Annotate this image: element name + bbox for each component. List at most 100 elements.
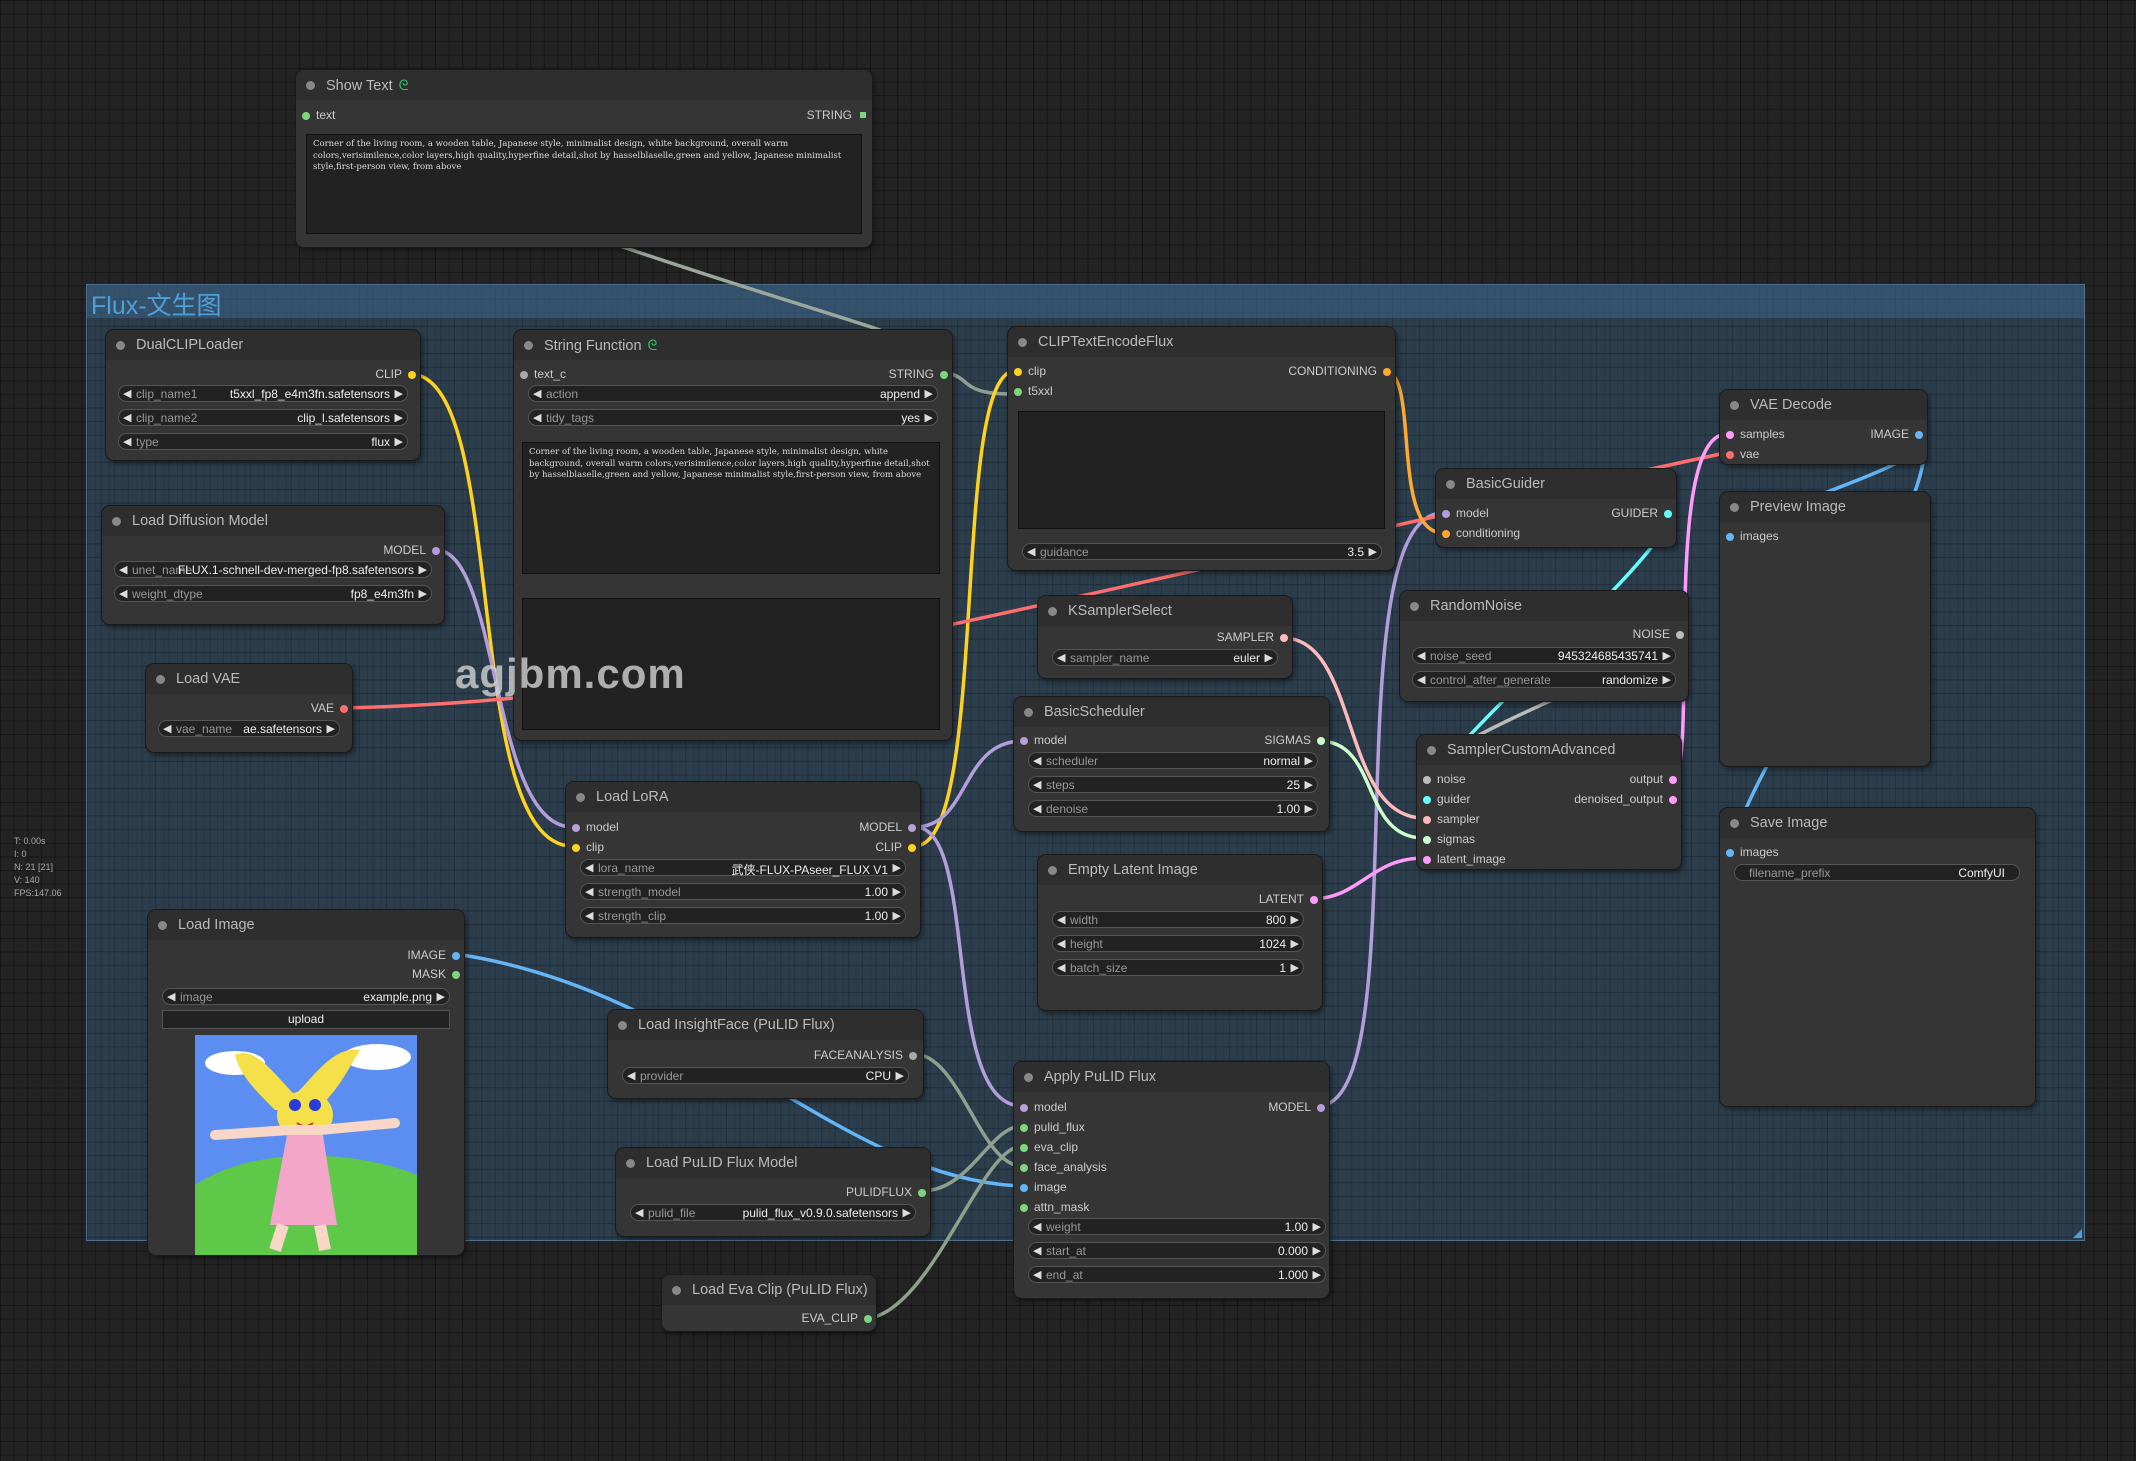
arrow-left-icon[interactable]: ◀ <box>119 564 128 576</box>
arrow-right-icon[interactable]: ▶ <box>892 886 901 898</box>
arrow-right-icon[interactable]: ▶ <box>1312 1245 1321 1257</box>
slot-dot[interactable] <box>1915 431 1923 439</box>
slot-dot[interactable] <box>1442 530 1450 538</box>
input-clip[interactable]: clip <box>1014 364 1046 378</box>
arrow-left-icon[interactable]: ◀ <box>1417 650 1426 662</box>
slot-dot[interactable] <box>1442 510 1450 518</box>
output-sigmas[interactable]: SIGMAS <box>1264 733 1325 747</box>
output-string[interactable]: STRING <box>889 367 948 381</box>
output-mask[interactable]: MASK <box>412 967 460 981</box>
input-attn-mask[interactable]: attn_mask <box>1020 1200 1089 1214</box>
text-b-input[interactable] <box>522 598 940 730</box>
arrow-right-icon[interactable]: ▶ <box>895 1070 904 1082</box>
slot-dot[interactable] <box>520 371 528 379</box>
input-model[interactable]: model <box>1442 506 1489 520</box>
node-clip-text-encode-flux[interactable]: CLIPTextEncodeFlux clip t5xxl CONDITIONI… <box>1008 327 1395 570</box>
output-image[interactable]: IMAGE <box>407 948 460 962</box>
slot-dot[interactable] <box>1317 1104 1325 1112</box>
node-title[interactable]: Preview Image <box>1720 492 1930 522</box>
input-text[interactable]: text <box>302 108 335 122</box>
input-latent-image[interactable]: latent_image <box>1423 852 1506 866</box>
slot-dot[interactable] <box>1423 796 1431 804</box>
output-faceanalysis[interactable]: FACEANALYSIS <box>814 1048 917 1062</box>
arrow-right-icon[interactable]: ▶ <box>892 910 901 922</box>
arrow-right-icon[interactable]: ▶ <box>1312 1269 1321 1281</box>
output-clip[interactable]: CLIP <box>875 840 916 854</box>
arrow-right-icon[interactable]: ▶ <box>1304 755 1313 767</box>
arrow-right-icon[interactable]: ▶ <box>1662 674 1671 686</box>
slot-dot[interactable] <box>432 547 440 555</box>
slot-dot[interactable] <box>1020 1204 1028 1212</box>
output-clip[interactable]: CLIP <box>375 367 416 381</box>
arrow-left-icon[interactable]: ◀ <box>123 436 132 448</box>
input-t5xxl[interactable]: t5xxl <box>1014 384 1053 398</box>
node-title[interactable]: Save Image <box>1720 808 2035 838</box>
input-model[interactable]: model <box>1020 733 1067 747</box>
output-model[interactable]: MODEL <box>1268 1100 1325 1114</box>
node-title[interactable]: Apply PuLID Flux <box>1014 1062 1329 1092</box>
input-model[interactable]: model <box>1020 1100 1067 1114</box>
slot-dot[interactable] <box>1423 856 1431 864</box>
output-output[interactable]: output <box>1630 772 1677 786</box>
upload-button[interactable]: upload <box>162 1010 450 1029</box>
arrow-left-icon[interactable]: ◀ <box>1033 803 1042 815</box>
output-latent[interactable]: LATENT <box>1259 892 1318 906</box>
slot-dot[interactable] <box>1423 816 1431 824</box>
input-conditioning[interactable]: conditioning <box>1442 526 1520 540</box>
input-pulid-flux[interactable]: pulid_flux <box>1020 1120 1085 1134</box>
node-load-eva-clip[interactable]: Load Eva Clip (PuLID Flux) EVA_CLIP <box>662 1275 876 1331</box>
node-title[interactable]: KSamplerSelect <box>1038 596 1292 626</box>
input-face-analysis[interactable]: face_analysis <box>1020 1160 1107 1174</box>
output-model[interactable]: MODEL <box>859 820 916 834</box>
arrow-right-icon[interactable]: ▶ <box>418 564 427 576</box>
output-pulidflux[interactable]: PULIDFLUX <box>846 1185 926 1199</box>
slot-dot[interactable] <box>1423 776 1431 784</box>
input-image[interactable]: image <box>1020 1180 1067 1194</box>
slot-dot[interactable] <box>1020 1124 1028 1132</box>
input-images[interactable]: images <box>1726 529 1779 543</box>
arrow-right-icon[interactable]: ▶ <box>1264 652 1273 664</box>
arrow-right-icon[interactable]: ▶ <box>394 436 403 448</box>
slot-dot[interactable] <box>302 112 310 120</box>
arrow-left-icon[interactable]: ◀ <box>1033 1221 1042 1233</box>
node-title[interactable]: SamplerCustomAdvanced <box>1417 735 1681 765</box>
output-guider[interactable]: GUIDER <box>1611 506 1672 520</box>
text-display[interactable]: Corner of the living room, a wooden tabl… <box>306 134 862 234</box>
arrow-right-icon[interactable]: ▶ <box>1290 962 1299 974</box>
arrow-right-icon[interactable]: ▶ <box>1304 803 1313 815</box>
arrow-left-icon[interactable]: ◀ <box>1057 652 1066 664</box>
group-resize-handle[interactable] <box>2073 1229 2082 1238</box>
arrow-left-icon[interactable]: ◀ <box>585 862 594 874</box>
node-title[interactable]: Load PuLID Flux Model <box>616 1148 930 1178</box>
arrow-right-icon[interactable]: ▶ <box>394 412 403 424</box>
arrow-right-icon[interactable]: ▶ <box>924 412 933 424</box>
slot-dot[interactable] <box>408 371 416 379</box>
arrow-left-icon[interactable]: ◀ <box>119 588 128 600</box>
input-sigmas[interactable]: sigmas <box>1423 832 1475 846</box>
node-title[interactable]: BasicScheduler <box>1014 697 1329 727</box>
node-title[interactable]: Load Diffusion Model <box>102 506 444 536</box>
